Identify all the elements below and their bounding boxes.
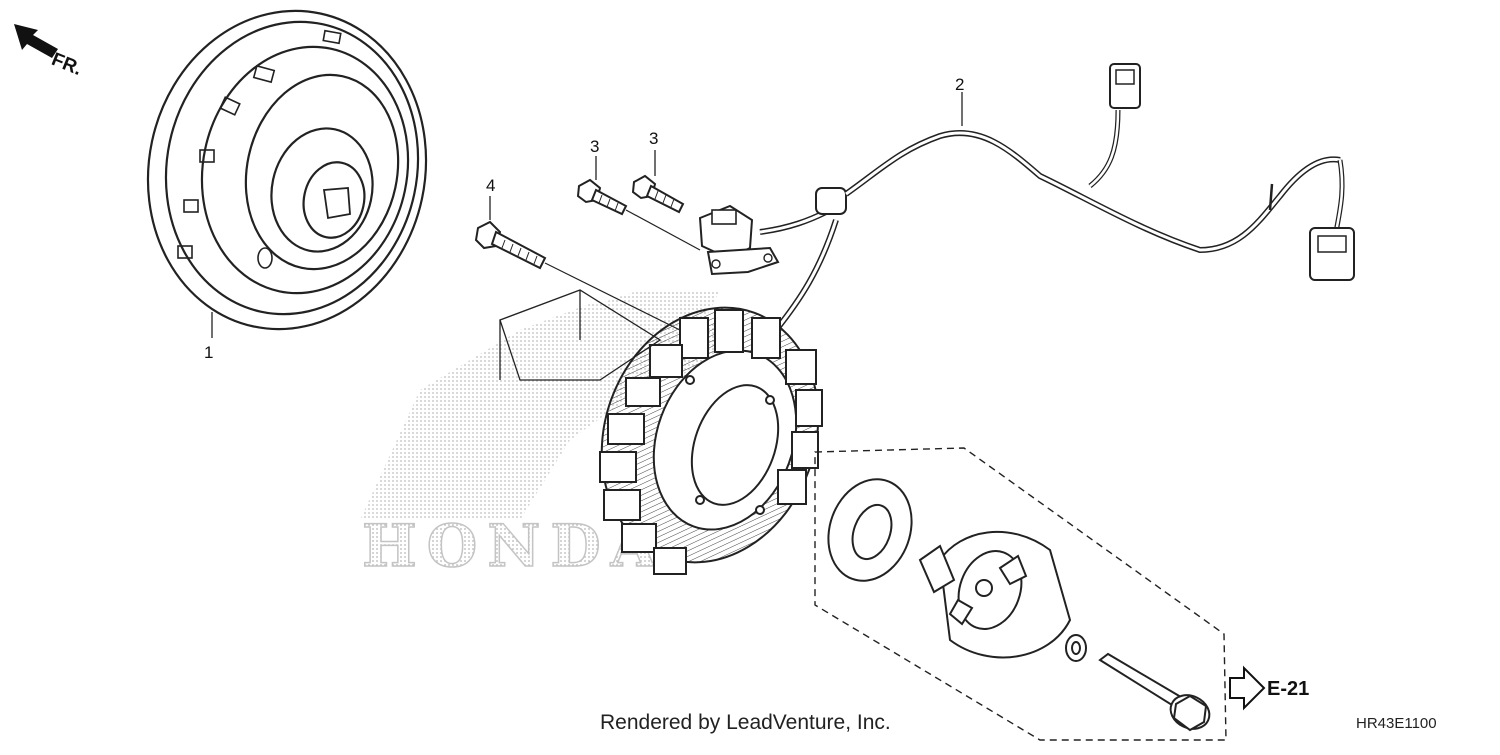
wire-harness	[759, 63, 1355, 332]
starter-clutch	[918, 530, 1072, 659]
callout-4: 4	[486, 176, 496, 195]
callout-3-left: 3	[590, 137, 600, 156]
honda-watermark-text: HONDA	[362, 512, 666, 580]
washer	[1065, 634, 1087, 662]
bolt-part-3-right	[631, 150, 685, 214]
callout-1: 1	[204, 343, 214, 362]
diagram-code: HR43E1100	[1356, 715, 1437, 732]
reference-group-outline	[814, 447, 1227, 741]
stator	[499, 289, 823, 575]
reference-label: E-21	[1267, 678, 1310, 700]
credit-text: Rendered by LeadVenture, Inc.	[600, 711, 891, 734]
front-direction-arrow	[14, 24, 58, 58]
bolt-part-3-left	[576, 156, 701, 251]
callout-3-right: 3	[649, 129, 659, 148]
oil-seal	[827, 478, 913, 582]
pulse-generator	[698, 204, 780, 276]
flange-bolt	[1098, 652, 1211, 732]
reference-arrow	[1229, 665, 1266, 711]
flywheel	[146, 9, 428, 338]
callout-2: 2	[955, 75, 965, 94]
